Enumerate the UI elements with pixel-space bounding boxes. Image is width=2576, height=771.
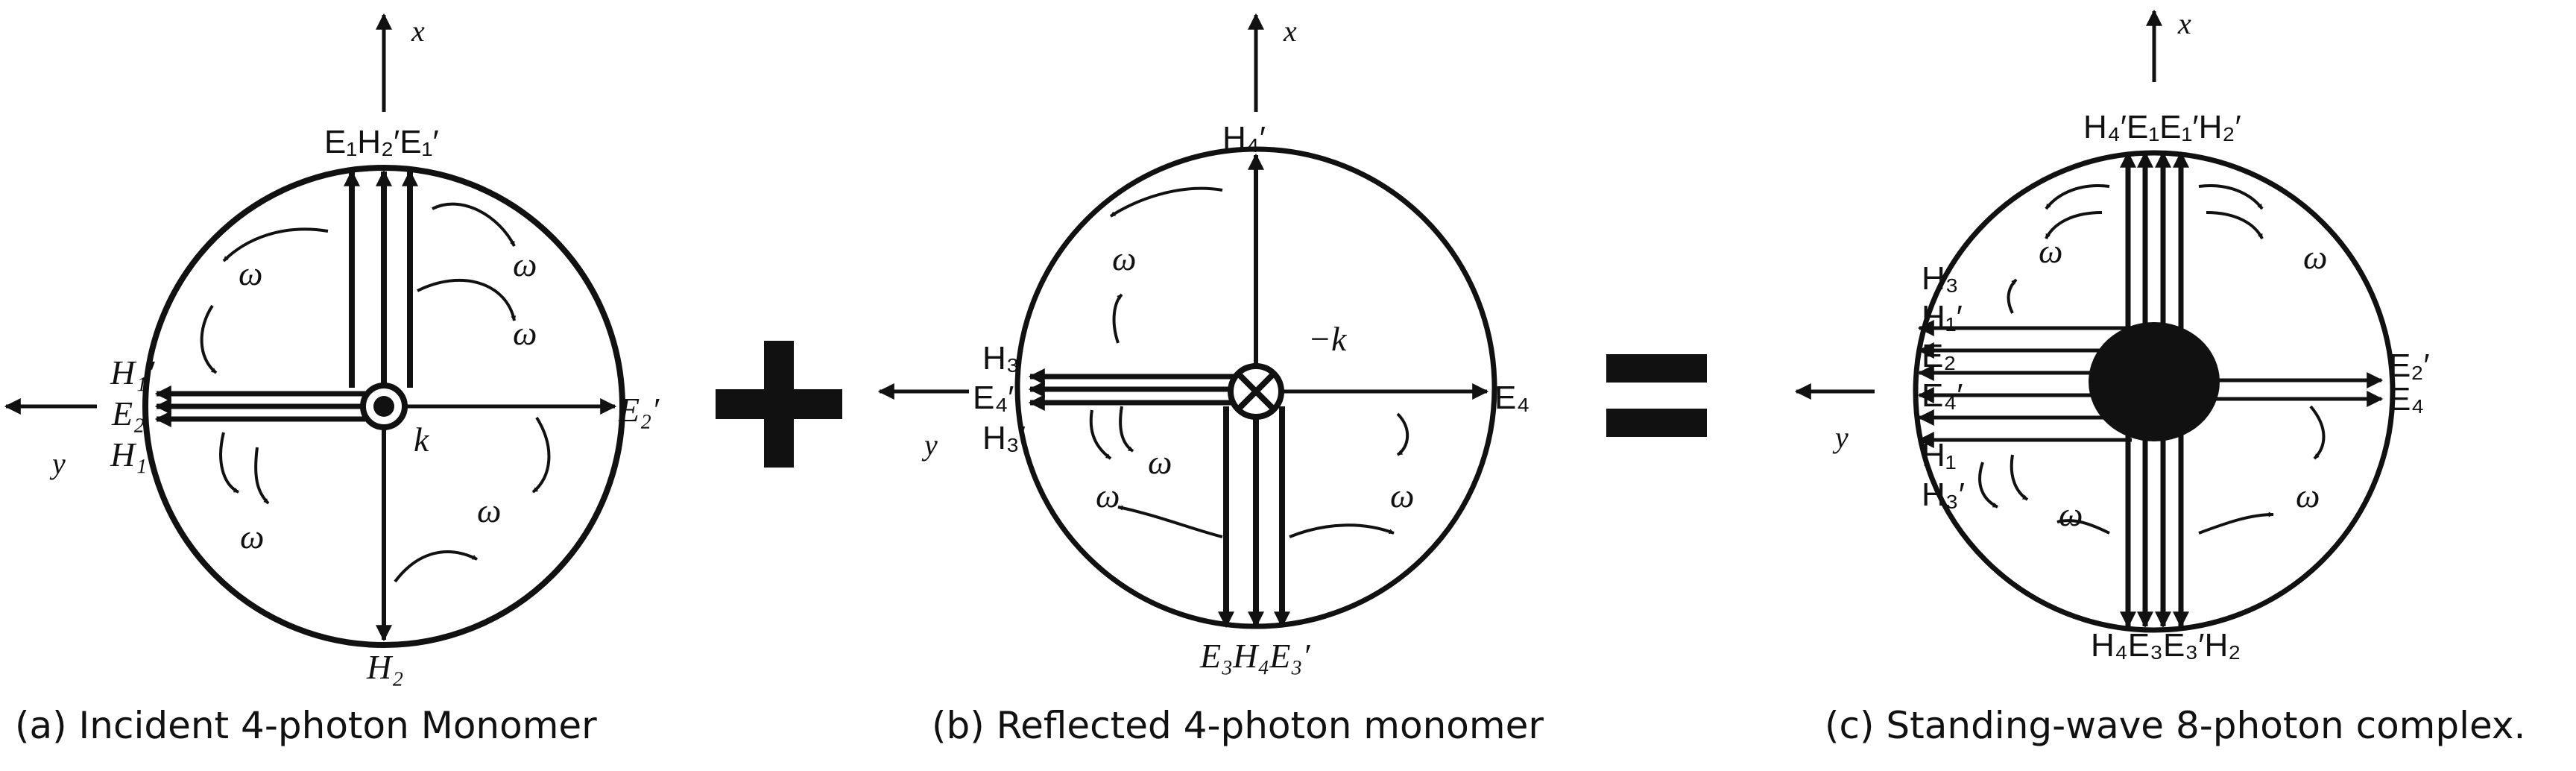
panel-b-center-label: −k <box>1308 320 1348 358</box>
panel-c-rotation-arrow <box>2010 454 2029 501</box>
panel-b-rotation-arrow <box>1089 409 1112 460</box>
panel-a-x-axis-label: x <box>411 14 425 48</box>
panel-a-rotation-arrow <box>417 279 517 321</box>
panel-c-left-label-h3p: H₃′ <box>1922 476 1965 513</box>
panel-c-y-axis-label: y <box>1832 421 1849 454</box>
panel-b-rotation-arrow <box>1119 406 1134 453</box>
panel-b-y-axis-label: y <box>921 428 938 462</box>
panel-b-omega-label: ω <box>1390 476 1414 514</box>
panel-b-rotation-arrow <box>1112 293 1123 344</box>
panel-c-left-label-h1: H₁ <box>1922 437 1957 473</box>
panel-b-top-label: H₄′ <box>1222 120 1266 157</box>
panel-c-rotation-arrow <box>2206 211 2264 239</box>
panel-a-rotation-arrow <box>219 432 240 494</box>
panel-c-rotation-arrow <box>2198 512 2274 535</box>
panel-a-rotation-arrow <box>222 227 329 262</box>
panel-a-left-label-e2: E₂ <box>111 394 145 432</box>
panel-c-left-label-h1p: H₁′ <box>1922 299 1963 336</box>
plus-operator <box>716 341 842 468</box>
panel-c-omega-label: ω <box>2059 495 2083 533</box>
panel-c-top-label: H₄′E₁E₁′H₂′ <box>2083 109 2241 145</box>
panel-b-omega-label: ω <box>1112 239 1136 277</box>
panel-a-omega-label: ω <box>239 254 262 292</box>
panel-a-omega-label: ω <box>240 517 264 556</box>
panel-a-y-axis-label: y <box>49 447 66 480</box>
panel-b-rotation-arrow <box>1117 505 1223 538</box>
panel-c-omega-label: ω <box>2039 232 2062 270</box>
panel-b-left-label-e4p: E₄′ <box>973 380 1014 416</box>
panel-b-omega-label: ω <box>1148 443 1172 481</box>
panel-c-omega-label: ω <box>2303 238 2327 276</box>
panel-a-right-label: E₂′ <box>618 391 660 429</box>
panel-c-central-mass <box>2089 322 2220 441</box>
panel-a-rotation-arrow <box>531 416 551 494</box>
panel-c-rotation-arrow <box>1978 462 1998 509</box>
panel-b-caption: (b) Reflected 4-photon monomer <box>932 704 1544 747</box>
panel-b-rotation-arrow <box>1396 412 1409 456</box>
panel-c-x-axis-label: x <box>2177 7 2191 40</box>
panel-b-right-label: E₄ <box>1494 380 1530 416</box>
panel-c-omega-label: ω <box>2296 476 2320 514</box>
panel-c-rotation-arrow <box>2045 211 2103 239</box>
panel-b-omega-label: ω <box>1096 476 1120 514</box>
panel-a-bottom-label: H₂ <box>366 648 403 686</box>
panel-b: x y ω ω ω ω H₄′ E₃H₄E₃′ H₃ E₄ <box>877 13 1544 747</box>
panel-a-top-label: E₁H₂′E₁′ <box>324 124 439 160</box>
panel-c-right-label-e2p: E₂′ <box>2389 347 2430 384</box>
panel-b-left-label-h3: H₃ <box>982 340 1020 377</box>
panel-a: x y ω ω ω ω ω E₁H₂′E₁′ H₂ <box>4 13 660 747</box>
panel-c-left-label-h3: H₃ <box>1922 260 1959 297</box>
panel-a-omega-label: ω <box>513 314 537 352</box>
panel-b-rotation-arrow <box>1289 523 1395 538</box>
panel-a-rotation-arrow <box>432 202 516 247</box>
panel-c: x y ω ω ω <box>1794 7 2525 747</box>
panel-a-left-label-h1: H₁ <box>110 435 147 473</box>
panel-a-k-vector-dot <box>373 396 394 417</box>
panel-c-rotation-arrow <box>2198 184 2264 210</box>
panel-a-circle <box>142 165 625 648</box>
panel-c-rotation-arrow <box>2045 184 2110 210</box>
panel-c-bottom-label: H₄E₃E₃′H₂ <box>2091 627 2241 664</box>
panel-a-caption: (a) Incident 4-photon Monomer <box>15 704 597 747</box>
panel-c-rotation-arrow <box>2309 405 2326 460</box>
panel-b-x-axis-label: x <box>1283 14 1297 48</box>
panel-c-rotation-arrow <box>2007 278 2018 314</box>
equals-operator <box>1606 354 1707 437</box>
panel-a-rotation-arrow <box>254 447 270 505</box>
panel-a-omega-label: ω <box>513 245 537 283</box>
panel-a-omega-label: ω <box>477 491 501 529</box>
panel-c-caption: (c) Standing-wave 8-photon complex. <box>1825 704 2525 747</box>
panel-c-right-label-e4: E₄ <box>2389 381 2424 418</box>
panel-b-left-label-h3p: H₃′ <box>982 420 1026 456</box>
panel-a-center-label: k <box>414 421 430 459</box>
panel-a-rotation-arrow <box>200 304 218 374</box>
panel-c-left-label-e4p: E₄′ <box>1922 377 1963 414</box>
panel-b-bottom-label: E₃H₄E₃′ <box>1199 637 1310 675</box>
panel-a-left-label-h1p: H₁′ <box>110 353 155 391</box>
panel-c-rotation-arrow <box>2056 518 2110 535</box>
panel-b-rotation-arrow <box>1109 186 1223 218</box>
panel-c-left-label-e2: E₂ <box>1922 338 1956 374</box>
panel-c-circle <box>1913 150 2396 633</box>
panel-a-rotation-arrow <box>394 550 478 583</box>
